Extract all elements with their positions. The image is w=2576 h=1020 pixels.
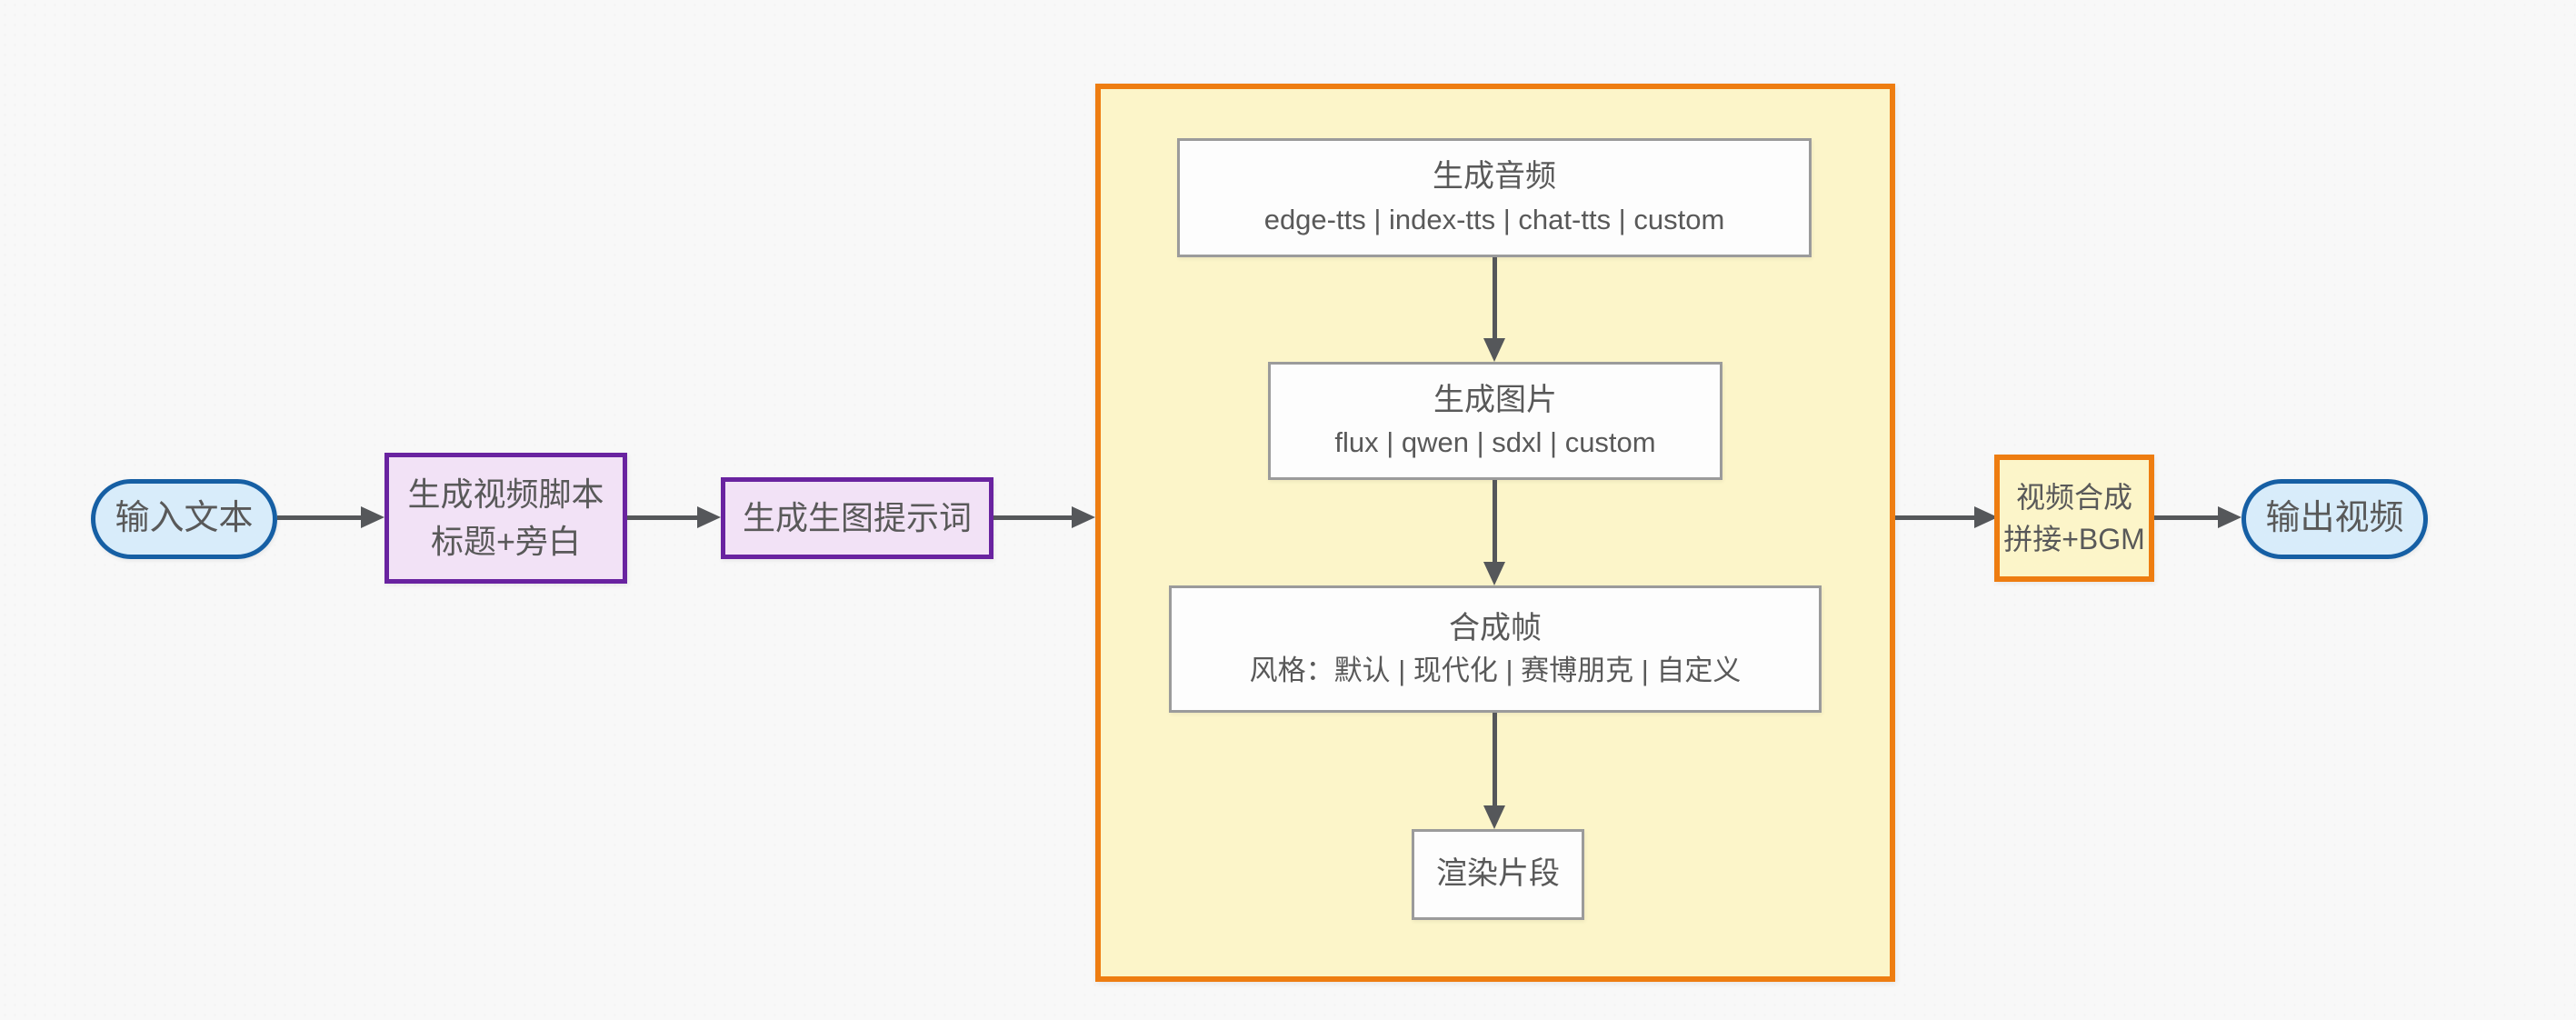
arrow-head — [697, 506, 721, 528]
arrow-shaft — [993, 515, 1073, 520]
arrow-head — [1483, 338, 1505, 362]
arrow-shaft — [1493, 713, 1497, 807]
arrow-head — [1483, 805, 1505, 829]
node-generate-image-prompt: 生成生图提示词 — [721, 477, 993, 559]
node-render-clip: 渲染片段 — [1412, 829, 1584, 920]
node-generate-image-prompt-label: 生成生图提示词 — [742, 498, 972, 536]
arrow-head — [361, 506, 384, 528]
node-compose-frame-title: 合成帧 — [1449, 610, 1542, 645]
node-generate-script-title: 生成视频脚本 — [407, 475, 604, 513]
node-video-compose-subtitle: 拼接+BGM — [2003, 523, 2145, 555]
node-generate-script: 生成视频脚本 标题+旁白 — [384, 453, 627, 584]
node-generate-audio-subtitle: edge-tts | index-tts | chat-tts | custom — [1263, 203, 1725, 235]
node-input-text-label: 输入文本 — [115, 499, 254, 538]
arrow-shaft — [1895, 515, 1976, 520]
node-generate-image: 生成图片 flux | qwen | sdxl | custom — [1268, 362, 1722, 480]
arrow-shaft — [1493, 257, 1497, 340]
arrow-head — [2218, 506, 2242, 528]
node-generate-image-subtitle: flux | qwen | sdxl | custom — [1334, 426, 1656, 459]
node-input-text: 输入文本 — [91, 479, 277, 559]
node-output-video: 输出视频 — [2242, 479, 2428, 559]
node-generate-audio-title: 生成音频 — [1433, 159, 1556, 195]
arrow-shaft — [1493, 480, 1497, 564]
node-compose-frame-subtitle: 风格：默认 | 现代化 | 赛博朋克 | 自定义 — [1249, 655, 1742, 687]
node-generate-script-subtitle: 标题+旁白 — [430, 523, 582, 560]
node-video-compose: 视频合成 拼接+BGM — [1994, 455, 2154, 582]
node-video-compose-title: 视频合成 — [2015, 480, 2132, 514]
node-generate-audio: 生成音频 edge-tts | index-tts | chat-tts | c… — [1177, 138, 1812, 257]
arrow-shaft — [627, 515, 699, 520]
node-compose-frame: 合成帧 风格：默认 | 现代化 | 赛博朋克 | 自定义 — [1169, 585, 1822, 713]
node-output-video-label: 输出视频 — [2265, 499, 2404, 538]
node-render-clip-label: 渲染片段 — [1436, 856, 1560, 892]
arrow-head — [1072, 506, 1095, 528]
arrow-head — [1974, 506, 1998, 528]
arrow-shaft — [2154, 515, 2220, 520]
arrow-head — [1483, 562, 1505, 585]
arrow-shaft — [277, 515, 363, 520]
node-generate-image-title: 生成图片 — [1433, 382, 1557, 417]
